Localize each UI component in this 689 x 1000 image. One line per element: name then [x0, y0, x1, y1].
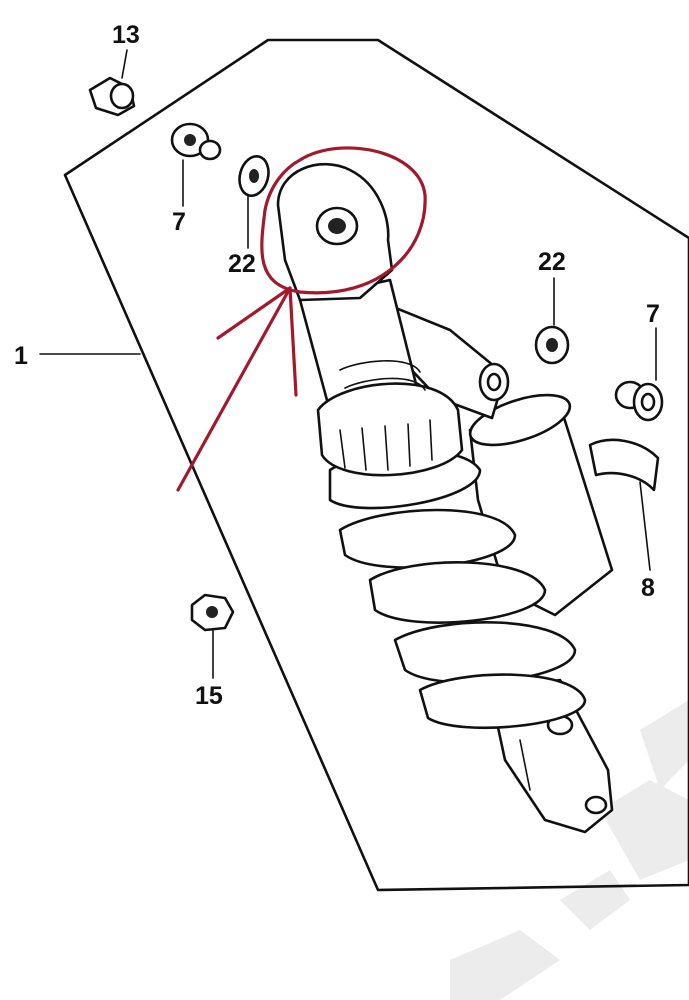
red-annotation-circle — [260, 146, 427, 295]
callout-7-left: 7 — [172, 208, 186, 236]
spring — [328, 449, 587, 730]
leader-lines — [39, 49, 657, 679]
red-annotation-arrow — [176, 286, 298, 492]
callout-8: 8 — [641, 574, 655, 602]
clip-icon — [588, 438, 660, 492]
nut-icon — [190, 593, 235, 632]
washer-icon — [238, 155, 270, 197]
callout-22-left: 22 — [228, 250, 256, 278]
washer-icon-right — [534, 325, 570, 365]
collar-icon — [170, 122, 222, 161]
callout-22-right: 22 — [538, 248, 566, 276]
callout-labels: 1 13 7 22 22 7 8 15 — [14, 21, 660, 710]
assembly-outline — [63, 38, 689, 892]
callout-7-right: 7 — [646, 300, 660, 328]
bolt-icon — [88, 76, 136, 117]
callout-13: 13 — [112, 21, 140, 49]
callout-15: 15 — [195, 682, 223, 710]
collar-icon-right — [614, 380, 664, 422]
rear-shock-absorber-icon — [276, 162, 614, 834]
callout-1: 1 — [14, 342, 28, 370]
